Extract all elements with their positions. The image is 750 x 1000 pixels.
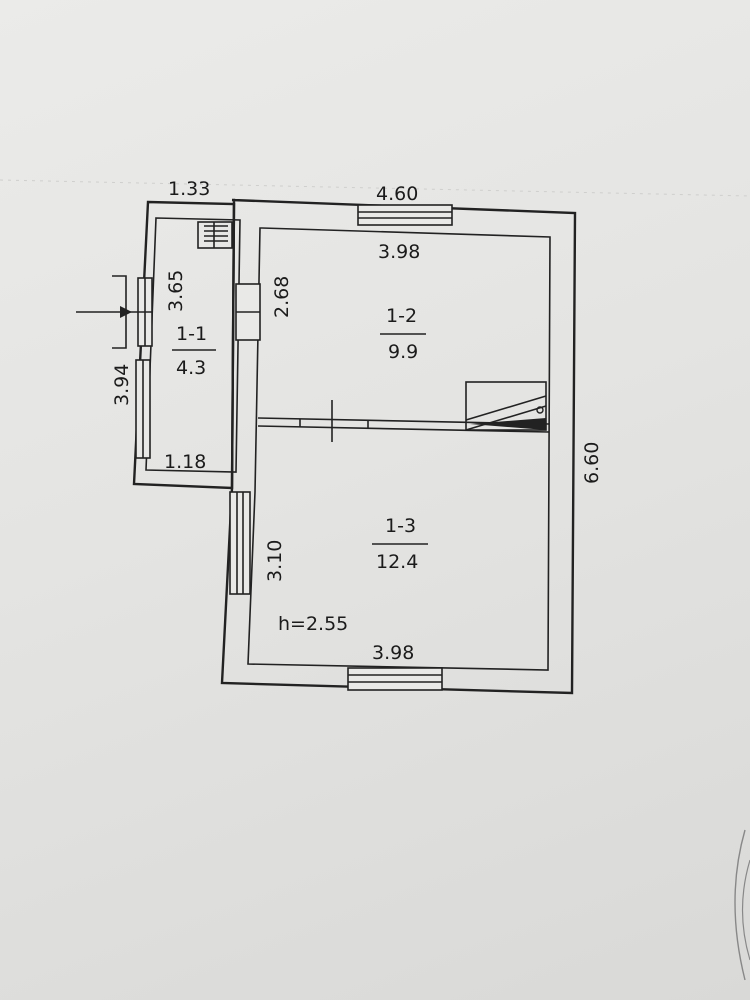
partition-wall-inner [257,425,550,433]
room-label-1-3: 1-3 12.4 [372,515,428,573]
door-annex [235,283,261,341]
dim-left-outer: 3.94 [111,364,133,406]
stamp-edge-inner [741,859,750,961]
ceiling-height: h=2.55 [278,613,348,635]
dim-room-1-2-width: 3.98 [378,241,420,263]
dim-room-1-3-height: 3.10 [264,540,286,582]
dim-top-left: 1.33 [168,178,210,200]
stove-symbol [465,381,547,431]
window-bottom [347,667,443,691]
room-area: 4.3 [176,357,206,379]
stamp-edge [734,829,746,981]
dim-room-1-3-width: 3.98 [372,642,414,664]
dim-right-outer: 6.60 [581,442,603,484]
dim-top-outer: 4.60 [376,183,418,205]
room-id: 1-1 [176,323,207,345]
main-outer-wall [220,198,577,695]
dim-annex-bottom: 1.18 [164,451,206,473]
room-id: 1-2 [386,305,417,327]
room-label-1-2: 1-2 9.9 [380,305,426,363]
entrance-arrow-icon [76,275,152,349]
room-area: 12.4 [376,551,418,573]
paper-line [0,179,750,197]
dim-room-1-1-height: 3.65 [165,270,187,312]
room-label-1-1: 1-1 4.3 [172,323,216,379]
heater-symbol [197,221,233,249]
main-inner-wall [247,227,551,671]
room-area: 9.9 [388,341,418,363]
annex-inner-wall [145,217,241,473]
window-left-annex [135,359,151,459]
room-id: 1-3 [385,515,416,537]
window-left-main [229,491,251,595]
dim-room-1-2-height: 2.68 [271,276,293,318]
window-top [357,204,453,226]
